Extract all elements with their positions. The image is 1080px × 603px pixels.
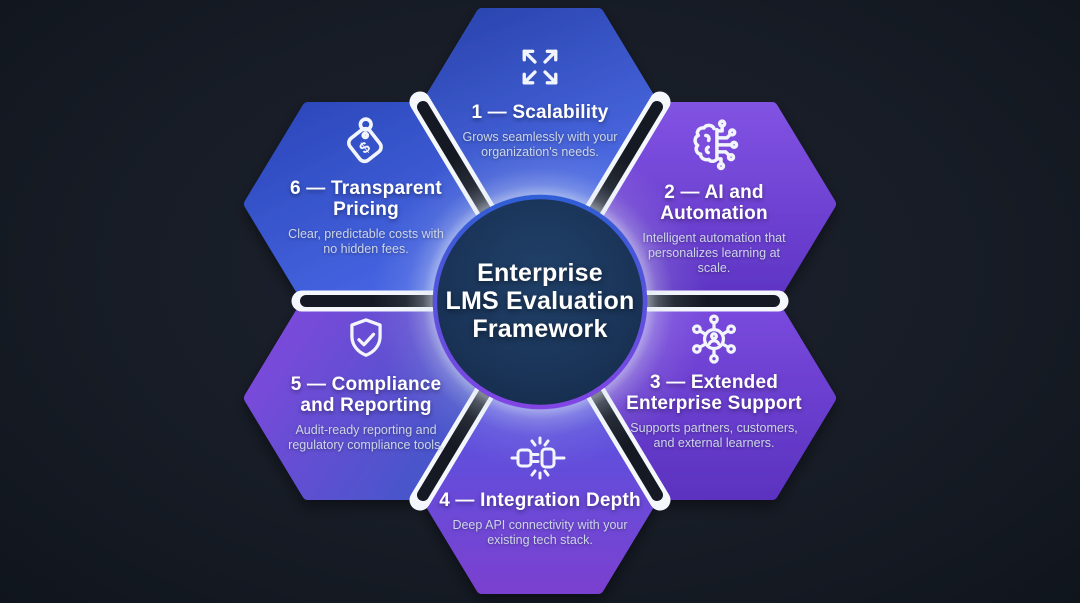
center-title: Enterprise LMS Evaluation Framework — [445, 259, 635, 343]
center-circle-shape — [432, 194, 648, 410]
